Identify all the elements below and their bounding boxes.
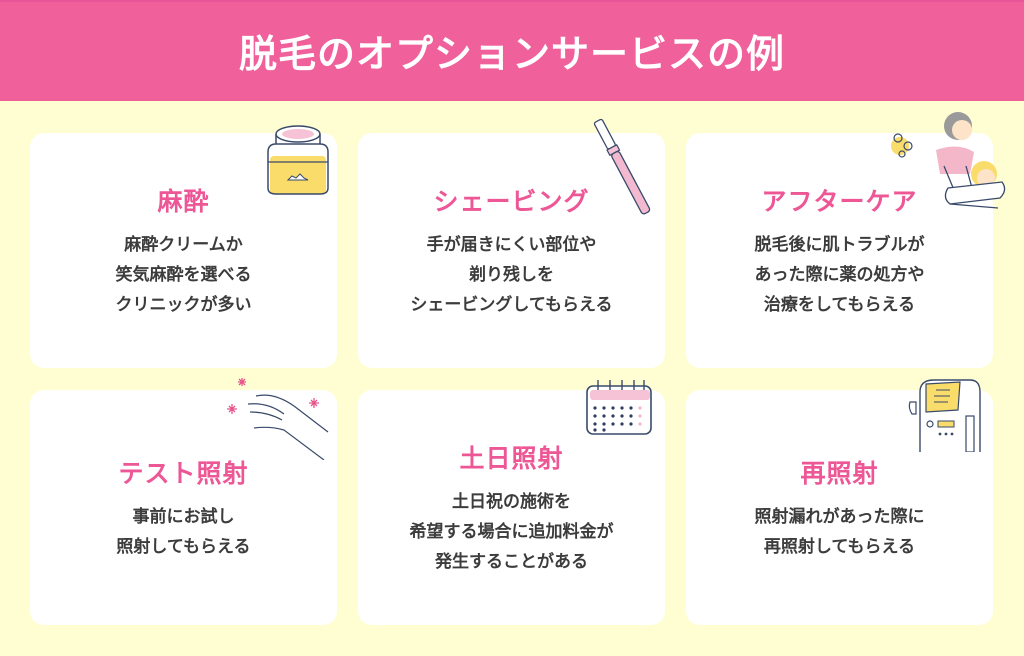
desc-line: 事前にお試し <box>132 506 235 527</box>
cream-jar-icon <box>267 125 329 195</box>
option-card-test-irradiation: テスト照射 事前にお試し 照射してもらえる <box>30 390 337 625</box>
option-card-shaving: シェービング 手が届きにくい部位や 剃り残しを シェービングしてもらえる <box>358 133 665 368</box>
desc-line: シェービングしてもらえる <box>410 294 613 315</box>
card-description: 脱毛後に肌トラブルが あった際に薬の処方や 治療をしてもらえる <box>755 230 925 320</box>
card-title: テスト照射 <box>118 458 249 488</box>
desc-line: 照射してもらえる <box>116 536 251 557</box>
desc-line: 照射漏れがあった際に <box>754 506 925 527</box>
card-title: アフターケア <box>761 186 918 216</box>
desc-line: 発生することがある <box>435 551 588 572</box>
card-description: 麻酔クリームか 笑気麻酔を選べる クリニックが多い <box>116 230 252 320</box>
card-description: 手が届きにくい部位や 剃り残しを シェービングしてもらえる <box>410 230 612 320</box>
desc-line: クリニックが多い <box>115 294 252 315</box>
treatment-care-icon <box>891 112 1006 209</box>
page-title: 脱毛のオプションサービスの例 <box>238 32 785 76</box>
option-card-weekend-irradiation: 土日照射 土日祝の施術を 希望する場合に追加料金が 発生することがある <box>358 390 665 625</box>
card-description: 事前にお試し 照射してもらえる <box>116 502 250 562</box>
sparkling-hand-icon <box>227 378 329 460</box>
card-title: 再照射 <box>800 458 879 488</box>
desc-line: 脱毛後に肌トラブルが <box>754 234 925 255</box>
desc-line: 再照射してもらえる <box>763 536 916 557</box>
card-title: 麻酔 <box>157 186 210 216</box>
calendar-icon <box>586 380 652 435</box>
desc-line: 希望する場合に追加料金が <box>409 521 614 542</box>
desc-line: 笑気麻酔を選べる <box>115 264 252 285</box>
desc-line: 治療をしてもらえる <box>763 294 916 315</box>
desc-line: 土日祝の施術を <box>452 491 571 512</box>
desc-line: あった際に薬の処方や <box>754 264 925 285</box>
razor-icon <box>593 118 651 215</box>
desc-line: 手が届きにくい部位や <box>426 234 597 255</box>
page-header: 脱毛のオプションサービスの例 <box>0 0 1024 101</box>
card-title: 土日照射 <box>459 443 564 473</box>
card-title: シェービング <box>433 186 590 216</box>
laser-machine-icon <box>908 379 981 452</box>
desc-line: 麻酔クリームか <box>124 234 243 255</box>
card-description: 照射漏れがあった際に 再照射してもらえる <box>755 502 925 562</box>
card-description: 土日祝の施術を 希望する場合に追加料金が 発生することがある <box>410 487 614 577</box>
desc-line: 剃り残しを <box>468 264 554 285</box>
